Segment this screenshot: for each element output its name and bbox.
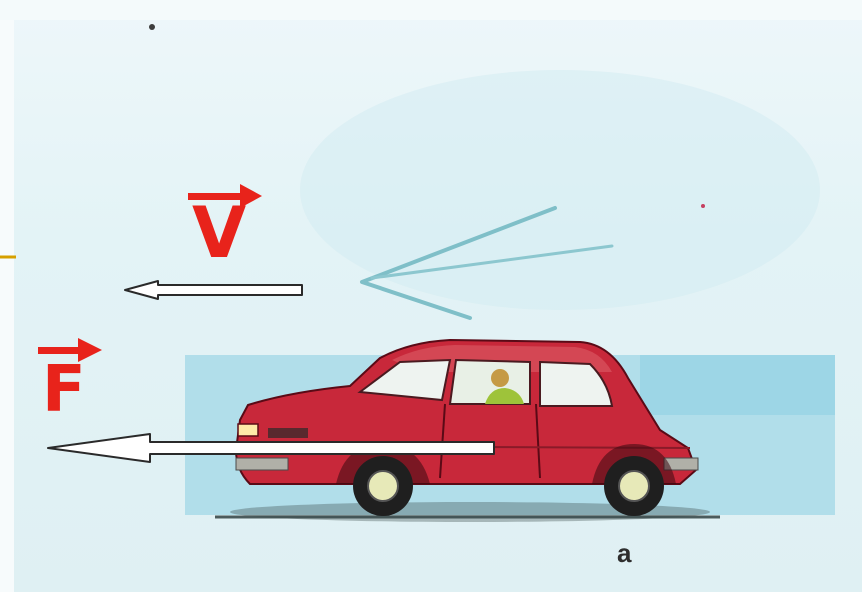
velocity-label: V <box>192 198 246 268</box>
ink-dot <box>149 24 155 30</box>
force-label: F <box>42 358 86 422</box>
front-bumper <box>236 458 288 470</box>
ground-patch-right <box>640 355 835 415</box>
rear-hubcap <box>619 471 649 501</box>
ink-dot-2 <box>701 204 705 208</box>
top-edge <box>0 0 862 20</box>
driver-head <box>491 369 509 387</box>
figure-letter: a <box>617 538 631 569</box>
grille <box>268 428 308 438</box>
front-hubcap <box>368 471 398 501</box>
velocity-arrow <box>125 281 302 299</box>
left-edge <box>0 20 14 592</box>
headlight <box>238 424 258 436</box>
